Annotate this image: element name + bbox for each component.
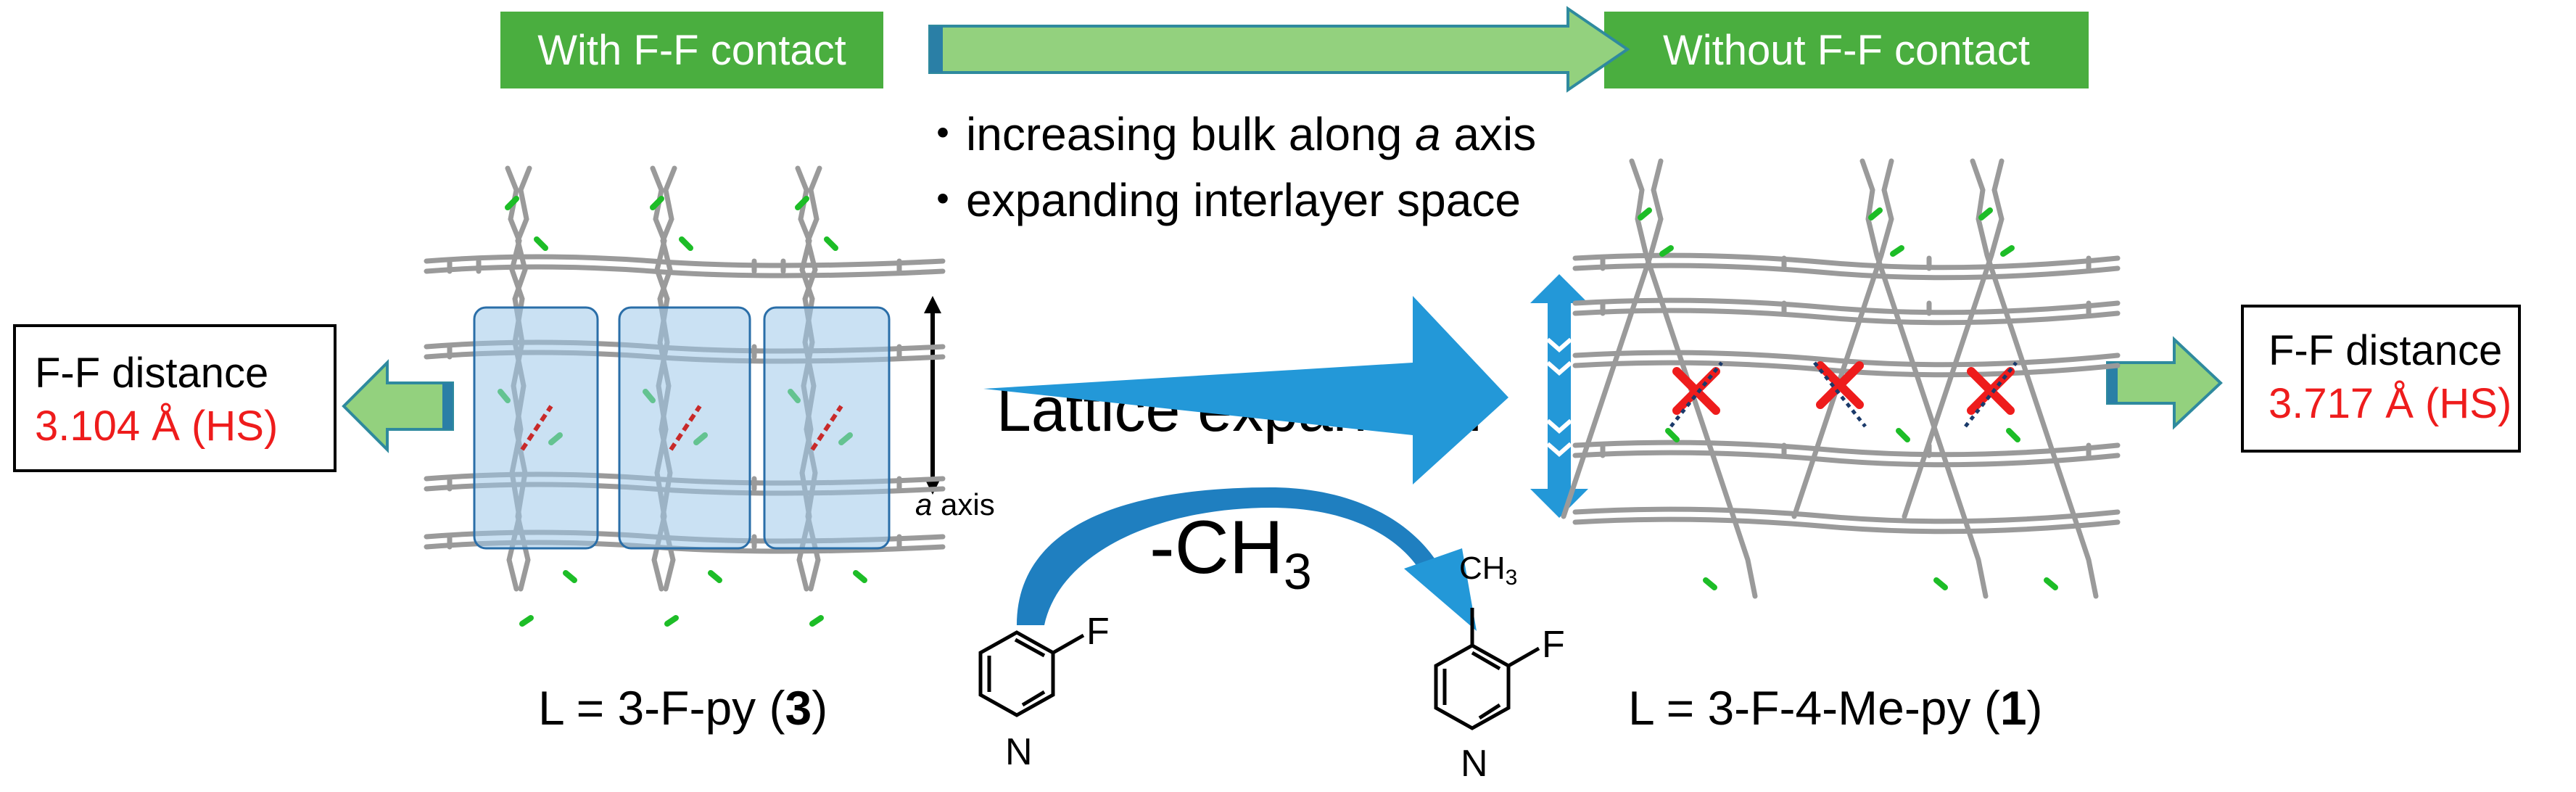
ff-distance-title-right: F-F distance [2269,327,2503,374]
no-contact-marks [1669,361,2018,428]
ff-distance-box-left: F-F distance 3.104 Å (HS) [13,324,337,472]
ff-distance-box-right: F-F distance 3.717 Å (HS) [2241,305,2521,453]
pillar-column-right-1 [1561,158,1758,599]
lattice-expansion-arrow [983,296,1508,484]
a-axis-arrow [924,296,941,495]
pyridine-left-nitrogen: N [1005,731,1033,773]
compound-label-left: L = 3-F-py (3) [538,681,828,735]
red-x-mark-2 [1816,361,1864,409]
top-progress-arrow [928,6,1630,93]
arrow-to-right-box [2106,336,2223,430]
label-without-contact: Without F-F contact [1604,12,2089,88]
label-with-contact: With F-F contact [500,12,883,88]
pyridine-right-nitrogen: N [1461,743,1488,785]
ff-distance-title-left: F-F distance [35,350,269,397]
ff-distance-value-right: 3.717 Å (HS) [2269,379,2512,427]
pyridine-left-fluorine: F [1086,611,1110,653]
a-axis-label: a axis [915,487,995,521]
interlayer-double-arrow [1530,274,1588,518]
compound-label-right: L = 3-F-4-Me-py (1) [1628,681,2043,735]
arrow-to-left-box [342,359,454,453]
methyl-curve-arrow [1017,487,1477,631]
pyridine-right-methyl: CH3 [1459,550,1517,590]
pyridine-3-f [978,630,1085,717]
pillar-column-right-2 [1791,158,1989,599]
pyridine-right-fluorine: F [1542,624,1565,666]
fluorine-atoms-right [1638,207,2058,590]
bullet-expanding-space: ・expanding interlayer space [920,174,1521,226]
bullet-increasing-bulk: ・increasing bulk along a axis [920,108,1537,160]
pillar-column-right-3 [1902,158,2099,599]
ff-distance-value-left: 3.104 Å (HS) [35,402,278,450]
pyridine-3-f-4-me [1434,608,1540,730]
ff-contact-highlights [473,306,891,550]
